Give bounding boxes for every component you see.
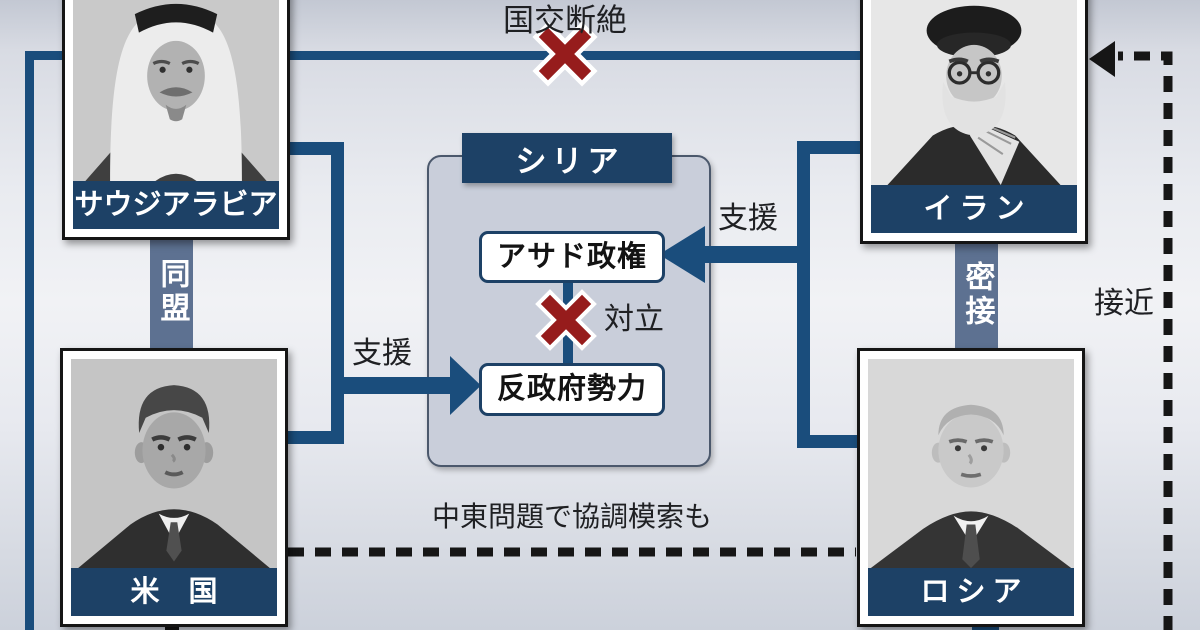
usa-card: 米 国: [60, 348, 288, 627]
x-cross: [538, 27, 592, 81]
saudi-usa-bracket-line: [288, 142, 344, 444]
assad-regime-box: アサド政権: [479, 231, 665, 283]
iran-nameplate: イラン: [871, 185, 1077, 233]
khamenei-portrait: [871, 0, 1077, 185]
diplomatic-break-label: 国交断絶: [503, 3, 627, 38]
usa-nameplate: 米 国: [71, 568, 277, 616]
russia-nameplate: ロシア: [868, 568, 1074, 616]
obama-portrait: [71, 359, 277, 568]
russia-card: ロシア: [857, 348, 1085, 627]
support-rebels-label: 支援: [352, 337, 412, 370]
opposition-forces-box: 反政府勢力: [479, 363, 665, 416]
saudi-usa-alliance-bar: 同盟: [150, 232, 193, 352]
rapprochement-arrowhead: [1089, 41, 1115, 77]
putin-portrait: [868, 359, 1074, 568]
iran-card: イラン: [860, 0, 1088, 244]
support-assad-label: 支援: [718, 202, 778, 235]
obama-photo: [71, 359, 277, 568]
rapprochement-label: 接近: [1094, 287, 1154, 320]
iran-russia-bracket-line: [797, 141, 860, 448]
conflict-label: 対立: [604, 303, 664, 336]
broken-ties-x-icon: [532, 21, 598, 87]
x-outline: [532, 21, 598, 87]
rapprochement-dashed-line: [1118, 51, 1173, 630]
iran-russia-close-ties-bar: 密接: [955, 238, 998, 352]
khamenei-photo: [871, 0, 1077, 185]
king-salman-portrait: [73, 0, 279, 181]
cooperation-label: 中東問題で協調模索も: [431, 501, 712, 532]
saudi-arabia-nameplate: サウジアラビア: [73, 181, 279, 229]
saudi-arabia-card: サウジアラビア: [62, 0, 290, 240]
syria-title-bar: シリア: [462, 133, 672, 183]
king-salman-photo: [73, 0, 279, 181]
putin-photo: [868, 359, 1074, 568]
